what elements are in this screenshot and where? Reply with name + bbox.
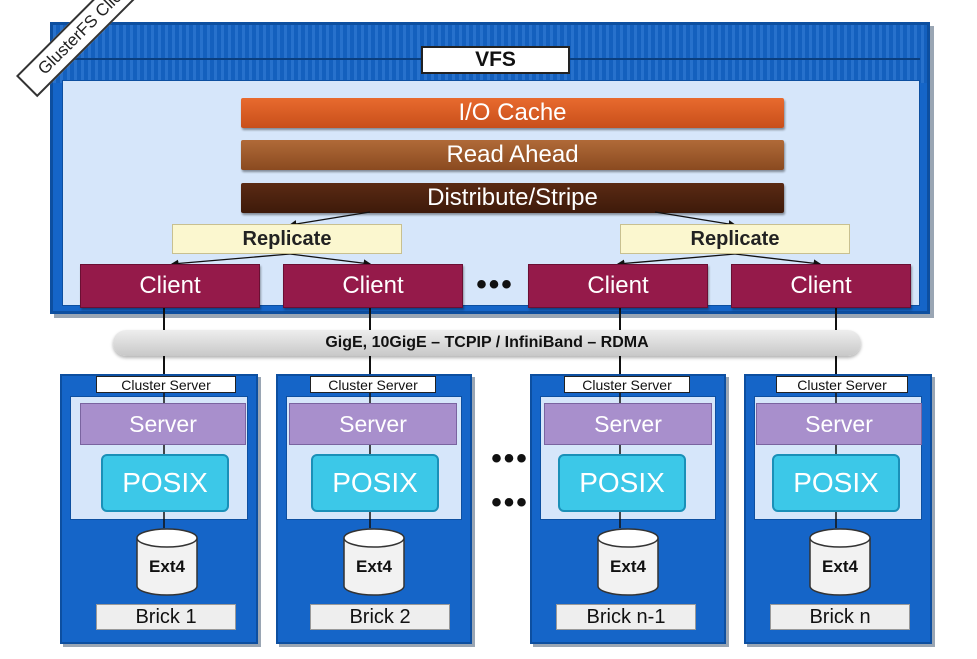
ext4-disk-icon-4 [808, 528, 872, 598]
posix-box-4: POSIX [772, 454, 900, 512]
server-ellipsis-1: ••• [491, 442, 529, 475]
ext4-disk-icon-2 [342, 528, 406, 598]
client-box-4: Client [731, 264, 911, 308]
ext4-label-3: Ext4 [610, 557, 646, 576]
client-box-1: Client [80, 264, 260, 308]
client-box-3: Client [528, 264, 708, 308]
replicate-box-right: Replicate [620, 224, 850, 254]
vfs-box: VFS [421, 46, 570, 74]
server-box-1: Server [80, 403, 246, 445]
network-interconnect-bar: GigE, 10GigE – TCPIP / InfiniBand – RDMA [113, 330, 861, 356]
cluster-server-label-3: Cluster Server [564, 376, 690, 393]
cluster-server-label-1: Cluster Server [96, 376, 236, 393]
client-ellipsis: ••• [476, 268, 514, 301]
server-ellipsis-2: ••• [491, 486, 529, 519]
ext4-label-2: Ext4 [356, 557, 392, 576]
read-ahead-layer: Read Ahead [241, 140, 784, 170]
replicate-box-left: Replicate [172, 224, 402, 254]
client-box-2: Client [283, 264, 463, 308]
brick-label-2: Brick 2 [310, 604, 450, 630]
server-box-4: Server [756, 403, 922, 445]
ext4-label-4: Ext4 [822, 557, 858, 576]
brick-label-4: Brick n [770, 604, 910, 630]
io-cache-layer: I/O Cache [241, 98, 784, 128]
brick-label-1: Brick 1 [96, 604, 236, 630]
cluster-server-label-4: Cluster Server [776, 376, 908, 393]
ext4-label-1: Ext4 [149, 557, 185, 576]
ext4-disk-icon-1 [135, 528, 199, 598]
posix-box-1: POSIX [101, 454, 229, 512]
posix-box-3: POSIX [558, 454, 686, 512]
posix-box-2: POSIX [311, 454, 439, 512]
ext4-disk-icon-3 [596, 528, 660, 598]
brick-label-3: Brick n-1 [556, 604, 696, 630]
distribute-stripe-layer: Distribute/Stripe [241, 183, 784, 213]
cluster-server-label-2: Cluster Server [310, 376, 436, 393]
server-box-2: Server [289, 403, 457, 445]
server-box-3: Server [544, 403, 712, 445]
